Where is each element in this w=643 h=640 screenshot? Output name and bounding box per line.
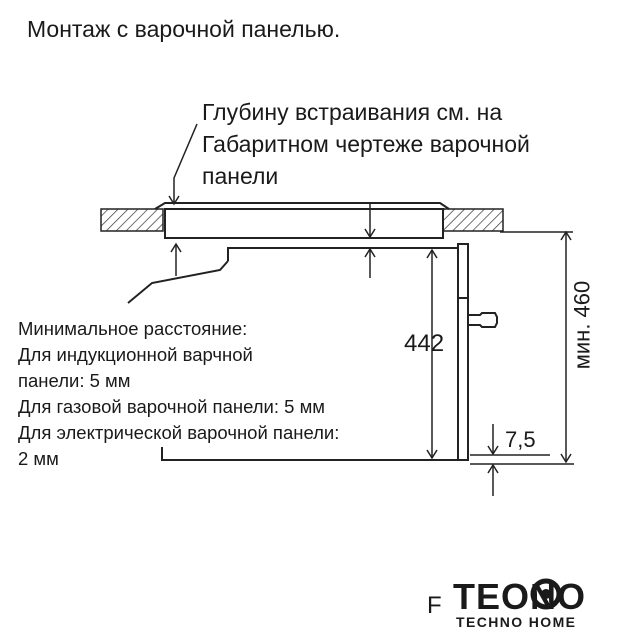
dimension-460-label: мин. 460 — [569, 280, 595, 370]
dimension-75-line — [470, 424, 574, 496]
appliance-body — [127, 243, 498, 461]
depth-note-leader — [168, 123, 198, 206]
figure-letter: F — [427, 592, 442, 619]
logo-gear-icon — [530, 578, 562, 610]
depth-note-line-3: панели — [202, 163, 279, 189]
dimension-460-line — [500, 230, 573, 464]
brand-logo: TEONO TECHNO HOME — [453, 576, 633, 636]
min-distance-heading: Минимальное расстояние: — [18, 318, 248, 339]
countertop-right — [442, 208, 504, 232]
dimension-75-label: 7,5 — [505, 427, 536, 452]
dimension-442-label: 442 — [404, 330, 445, 357]
countertop-left — [100, 208, 164, 232]
depth-note-line-2: Габаритном чертеже варочной — [202, 131, 530, 157]
page-title: Монтаж с варочной панелью. — [27, 16, 341, 42]
logo-tagline: TECHNO HOME — [456, 614, 577, 630]
depth-note-line-1: Глубину встраивания см. на — [202, 99, 503, 125]
min-distance-arrows — [170, 203, 376, 278]
min-distance-line-2: панели: 5 мм — [18, 370, 131, 391]
min-distance-line-3: Для газовой варочной панели: 5 мм — [18, 396, 326, 417]
hob-outline — [154, 202, 450, 239]
min-distance-line-4: Для электрической варочной панели: — [18, 422, 340, 443]
min-distance-line-1: Для индукционной варчной — [18, 344, 253, 365]
min-distance-line-5: 2 мм — [18, 448, 59, 469]
dimension-442-line — [426, 248, 438, 460]
logo-wordmark: TEONO — [453, 576, 587, 617]
